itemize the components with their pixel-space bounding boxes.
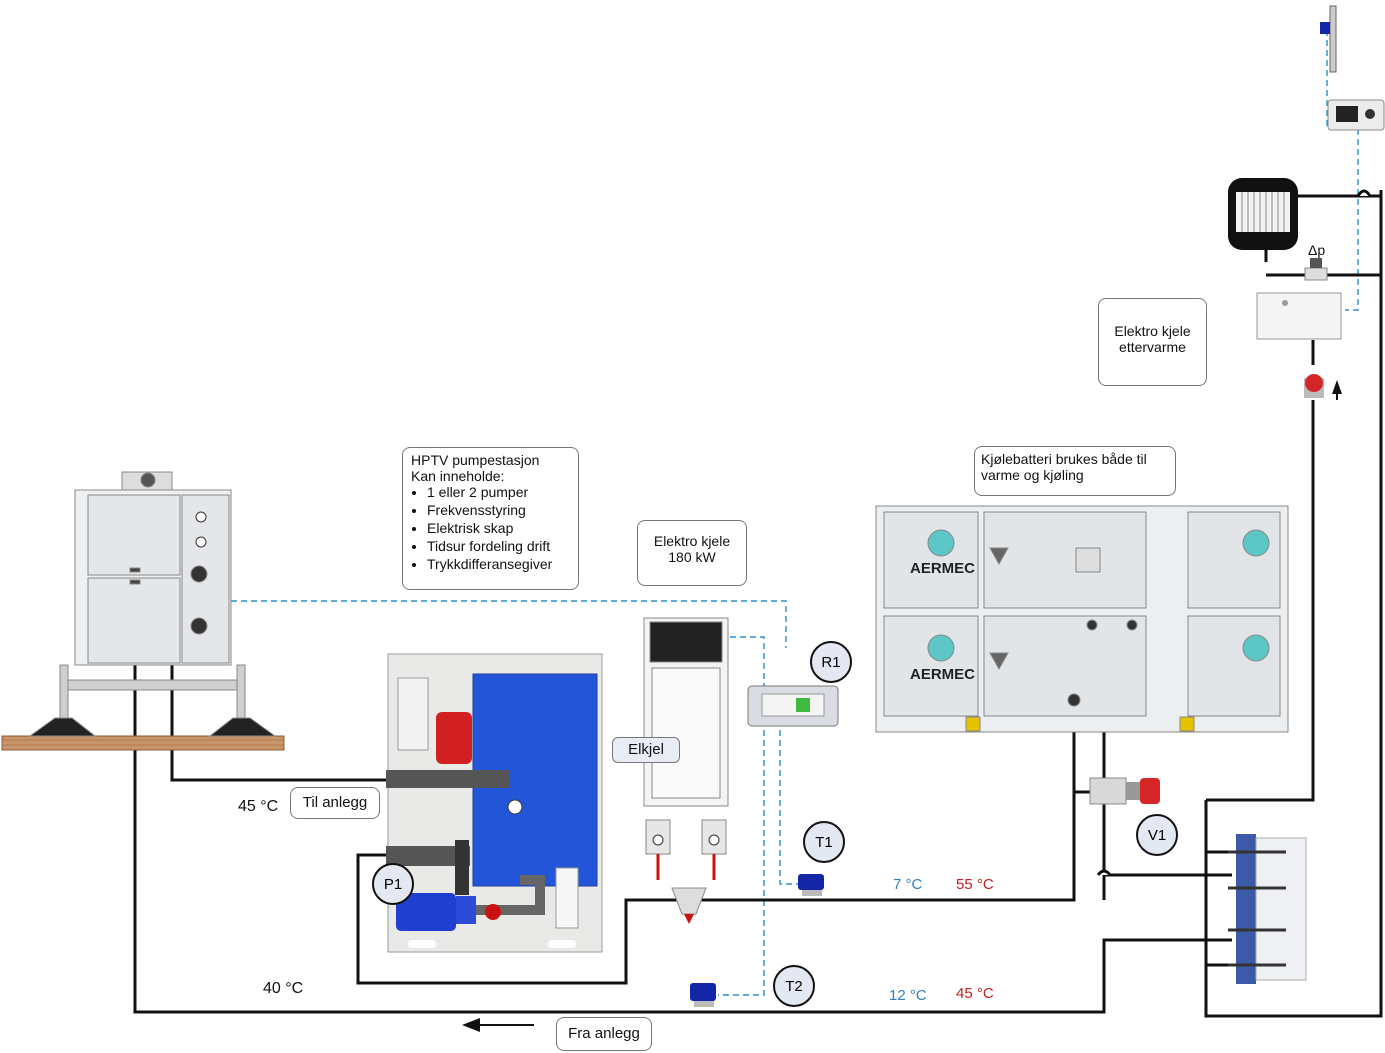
dp-label: Δp bbox=[1308, 242, 1326, 258]
coil-line-1: Kjølebatteri brukes både til bbox=[981, 451, 1147, 467]
sensor-t1-body bbox=[798, 874, 824, 896]
list-item: Frekvensstyring bbox=[427, 502, 570, 518]
air-handling-unit bbox=[875, 505, 1289, 733]
pumpstation-subtitle: Kan inneholde: bbox=[411, 468, 505, 484]
pipe-crossover bbox=[1356, 189, 1372, 197]
ground-slab bbox=[1, 735, 285, 751]
coil-info-box: Kjølebatteri brukes både til varme og kj… bbox=[974, 446, 1176, 496]
electric-boiler bbox=[643, 617, 729, 880]
aermec-logo-bottom: AERMEC bbox=[910, 666, 976, 683]
valve-v1-label: V1 bbox=[1136, 814, 1178, 856]
dp-sensor bbox=[1304, 258, 1328, 281]
afterheat-info-box: Elektro kjele ettervarme bbox=[1098, 298, 1207, 386]
boiler-title: Elektro kjele bbox=[653, 533, 731, 549]
boiler-power: 180 kW bbox=[668, 549, 716, 565]
strainer-valve bbox=[684, 914, 694, 924]
afterheat-title: Elektro kjele bbox=[1114, 323, 1191, 339]
pump-p1: P1 bbox=[372, 863, 414, 905]
sensor-t2-body bbox=[690, 983, 716, 1007]
control-lines bbox=[231, 30, 1359, 996]
t2-cold-temperature: 12 °C bbox=[889, 987, 927, 1004]
list-item: Elektrisk skap bbox=[427, 520, 570, 536]
afterheat-subtitle: ettervarme bbox=[1119, 339, 1186, 355]
fra-anlegg-label: Fra anlegg bbox=[556, 1017, 652, 1051]
afterheat-boiler bbox=[1256, 292, 1342, 340]
list-item: Tidsur fordeling drift bbox=[427, 538, 570, 554]
supply-temperature: 45 °C bbox=[238, 798, 279, 815]
outdoor-heat-pump bbox=[28, 471, 277, 737]
radiator bbox=[1228, 178, 1298, 250]
pipe-crossover bbox=[1096, 869, 1112, 876]
plate-heat-exchanger bbox=[1228, 834, 1307, 984]
coil-line-2: varme og kjøling bbox=[981, 467, 1084, 483]
return-temperature: 40 °C bbox=[263, 980, 304, 997]
flow-arrow-icon bbox=[462, 1018, 480, 1032]
sensor-t2-label: T2 bbox=[773, 965, 815, 1007]
room-thermostat bbox=[1327, 99, 1385, 131]
pumpstation-list: 1 eller 2 pumper Frekvensstyring Elektri… bbox=[411, 484, 570, 572]
wall-sensor bbox=[1320, 5, 1337, 73]
circulation-pump bbox=[1304, 374, 1342, 400]
strainer bbox=[671, 887, 707, 915]
list-item: 1 eller 2 pumper bbox=[427, 484, 570, 500]
til-anlegg-label: Til anlegg bbox=[290, 787, 380, 819]
boiler-info-box: Elektro kjele 180 kW bbox=[637, 520, 747, 586]
controller-r1-label: R1 bbox=[810, 641, 852, 683]
sensor-t1-label: T1 bbox=[803, 821, 845, 863]
aermec-logo-top: AERMEC bbox=[910, 560, 976, 577]
t1-hot-temperature: 55 °C bbox=[956, 876, 994, 893]
t1-cold-temperature: 7 °C bbox=[893, 876, 923, 893]
elkjel-label: Elkjel bbox=[612, 737, 680, 763]
pump-station bbox=[386, 653, 603, 953]
controller-r1 bbox=[747, 685, 839, 727]
valve-v1 bbox=[1089, 777, 1160, 805]
pumpstation-title: HPTV pumpestasjon bbox=[411, 452, 540, 468]
t2-hot-temperature: 45 °C bbox=[956, 985, 994, 1002]
list-item: Trykkdifferansegiver bbox=[427, 556, 570, 572]
pumpstation-info-box: HPTV pumpestasjon Kan inneholde: 1 eller… bbox=[402, 447, 579, 590]
